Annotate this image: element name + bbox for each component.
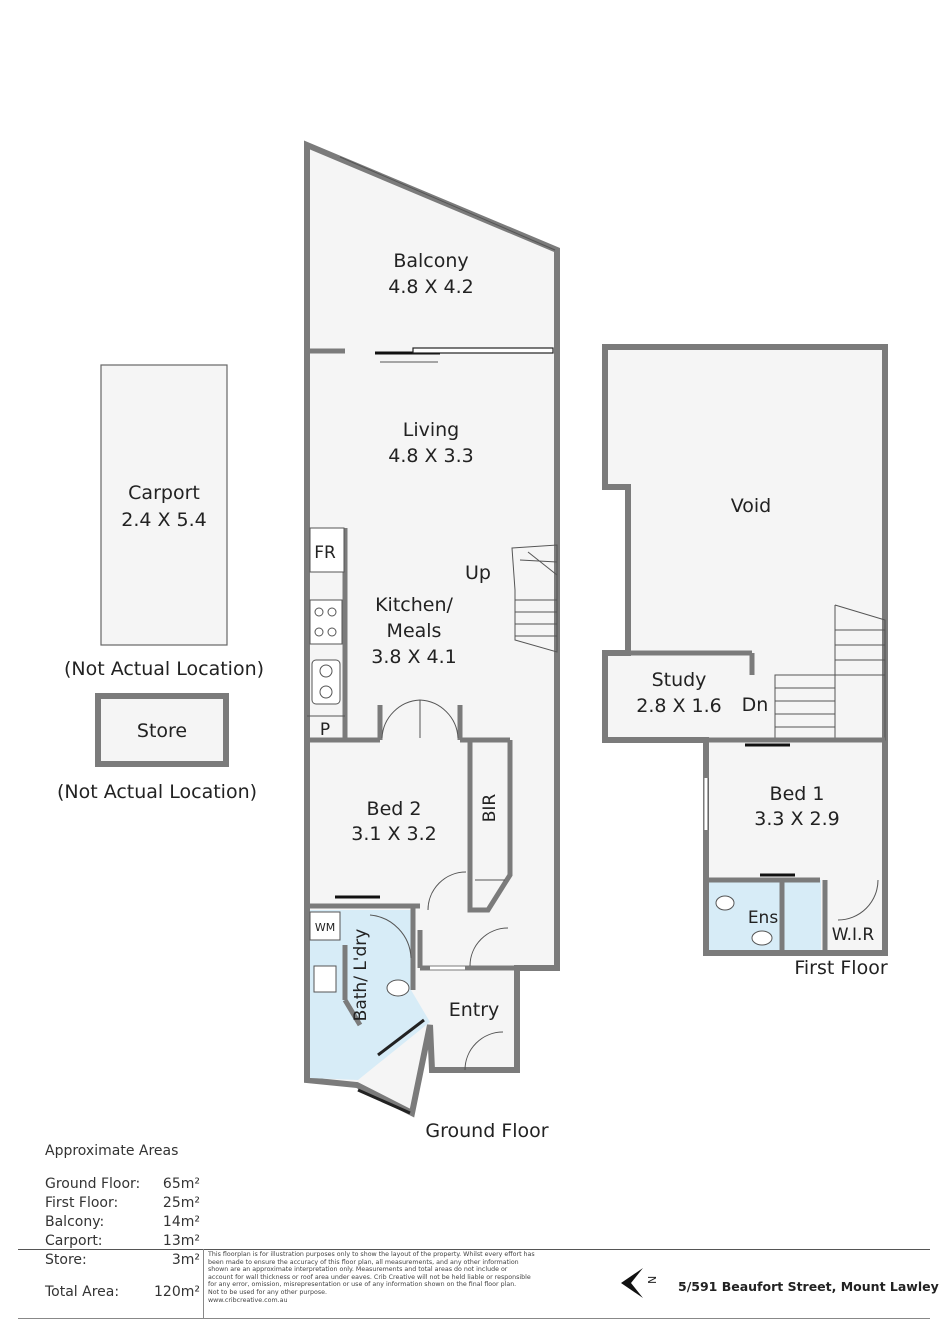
store-name: Store [137, 720, 187, 742]
disclaimer-line: account for wall thickness or roof area … [208, 1273, 531, 1281]
area-row: Store: 3m² [45, 1252, 200, 1271]
study-name: Study [652, 669, 707, 691]
disclaimer-line: www.cribcreative.com.au [208, 1296, 288, 1304]
area-label: Balcony: [45, 1214, 105, 1230]
disclaimer-line: Not to be used for any other purpose. [208, 1288, 327, 1296]
area-label: Ground Floor: [45, 1176, 141, 1192]
total-area-row: Total Area: 120m² [45, 1284, 200, 1303]
disclaimer-line: been made to ensure the accuracy of this… [208, 1258, 519, 1266]
approximate-areas: Approximate Areas Ground Floor: 65m² Firs… [45, 1143, 200, 1303]
study-size: 2.8 X 1.6 [636, 695, 722, 717]
void-name: Void [731, 495, 772, 517]
carport-name: Carport [128, 482, 200, 504]
balcony-size: 4.8 X 4.2 [388, 276, 474, 298]
north-compass-icon: N [621, 1268, 659, 1298]
total-area-value: 120m² [154, 1284, 200, 1300]
ensuite-name: Ens [748, 908, 779, 928]
store-note: (Not Actual Location) [57, 781, 257, 803]
carport-note: (Not Actual Location) [64, 658, 264, 680]
disclaimer: This floorplan is for illustration purpo… [208, 1251, 598, 1304]
first-floor-title: First Floor [794, 957, 887, 979]
bed1-name: Bed 1 [770, 783, 825, 805]
compass-letter: N [646, 1276, 659, 1284]
bed2-size: 3.1 X 3.2 [351, 823, 437, 845]
balcony-name: Balcony [393, 250, 468, 272]
entry-name: Entry [449, 999, 500, 1021]
area-row: Ground Floor: 65m² [45, 1176, 200, 1195]
area-row: First Floor: 25m² [45, 1195, 200, 1214]
ground-floor-title: Ground Floor [425, 1120, 548, 1142]
disclaimer-line: for any error, omission, misrepresentati… [208, 1281, 517, 1289]
disclaimer-line: This floorplan is for illustration purpo… [208, 1251, 535, 1258]
first-floor-plan: Void Study 2.8 X 1.6 Dn Bed 1 3.3 X 2.9 … [602, 344, 888, 979]
kitchen-name: Kitchen/ [375, 594, 453, 616]
area-row: Carport: 13m² [45, 1233, 200, 1252]
ground-floor-plan: FR P Up BIR WM Bath/ L'dry [304, 140, 560, 1142]
total-area-label: Total Area: [45, 1284, 120, 1300]
carport-size: 2.4 X 5.4 [121, 509, 207, 531]
disclaimer-line: shown are an approximate interpretation … [208, 1266, 508, 1274]
area-value: 65m² [162, 1176, 200, 1192]
stairs-up-label: Up [465, 562, 491, 584]
area-label: Store: [45, 1252, 87, 1268]
wir-name: W.I.R [832, 925, 875, 945]
area-value: 25m² [162, 1195, 200, 1211]
divider-bottom [18, 1318, 930, 1319]
areas-heading: Approximate Areas [45, 1143, 179, 1159]
living-size: 4.8 X 3.3 [388, 445, 474, 467]
divider-vertical [203, 1249, 204, 1318]
carport-outline [100, 364, 228, 646]
fridge-label: FR [314, 543, 336, 563]
living-name: Living [403, 419, 460, 441]
area-value: 3m² [171, 1252, 200, 1268]
kitchen-name-2: Meals [387, 620, 442, 642]
washing-machine-label: WM [315, 921, 335, 934]
stairs-down-label: Dn [742, 694, 769, 716]
store-outline [95, 693, 229, 767]
pantry-label: P [320, 720, 330, 740]
area-label: Carport: [45, 1233, 103, 1249]
bed1-size: 3.3 X 2.9 [754, 808, 840, 830]
area-value: 14m² [162, 1214, 200, 1230]
bir-label: BIR [480, 794, 500, 823]
bed2-name: Bed 2 [367, 798, 422, 820]
bath-laundry-name: Bath/ L'dry [351, 929, 371, 1022]
property-address: 5/591 Beaufort Street, Mount Lawley [678, 1279, 939, 1294]
area-row: Balcony: 14m² [45, 1214, 200, 1233]
area-label: First Floor: [45, 1195, 119, 1211]
area-value: 13m² [162, 1233, 200, 1249]
kitchen-size: 3.8 X 4.1 [371, 646, 457, 668]
divider-top [18, 1249, 930, 1250]
